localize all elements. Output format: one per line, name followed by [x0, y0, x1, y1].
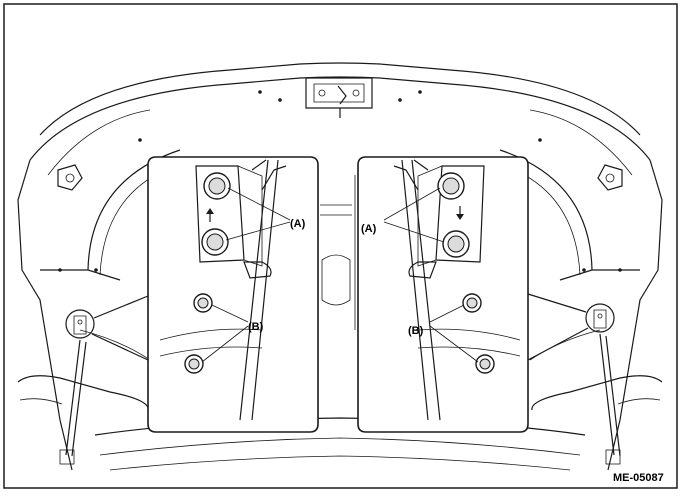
right-hinge-callout — [527, 293, 615, 361]
right-callout-b: (B) — [408, 325, 424, 337]
left-callout-b: (B) — [248, 321, 264, 333]
left-detail-panel — [147, 156, 319, 433]
hood-outline — [17, 62, 663, 471]
right-bracket-detail — [597, 164, 623, 191]
left-callout-a: (A) — [290, 218, 306, 230]
figure-border — [3, 3, 678, 489]
right-gas-strut — [599, 333, 621, 465]
right-detail-panel — [357, 156, 529, 433]
hood-latch-bracket — [305, 77, 373, 118]
figure-code: ME-05087 — [613, 472, 664, 484]
left-gas-strut — [59, 339, 87, 465]
right-callout-a: (A) — [361, 223, 377, 235]
left-bracket-detail — [57, 164, 83, 191]
left-hinge-callout — [65, 295, 149, 361]
hood-holes — [58, 90, 622, 272]
